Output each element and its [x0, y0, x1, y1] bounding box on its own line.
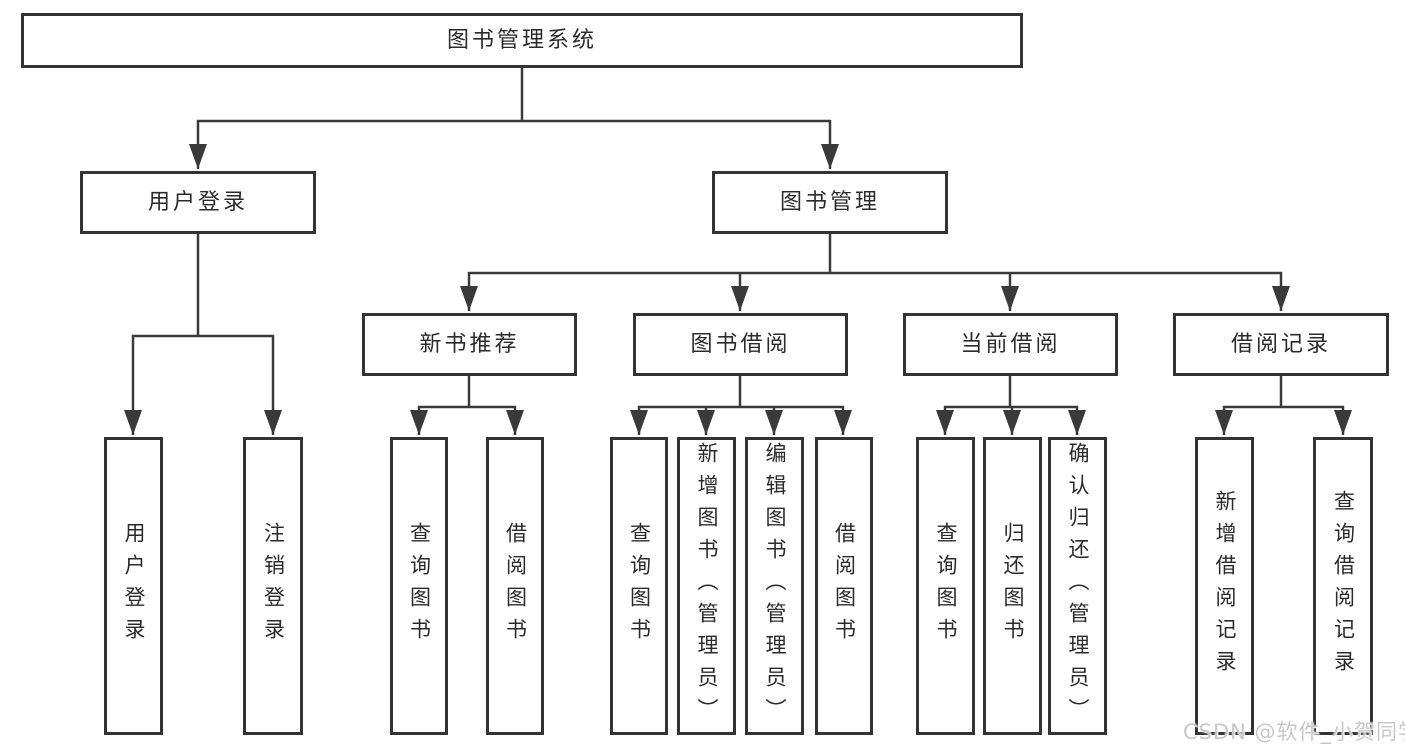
leaf-user-login-label: 用户登录 — [122, 522, 146, 650]
node-book-borrowing: 图书借阅 — [633, 313, 848, 376]
leaf-return-books-label: 归还图书 — [1001, 522, 1025, 650]
leaf-borrow-books-recommend-label: 借阅图书 — [503, 522, 528, 650]
leaf-query-books-current: 查询图书 — [916, 437, 975, 735]
node-user-login: 用户登录 — [80, 171, 316, 234]
csdn-watermark: CSDN @软件_小贺同学 — [1183, 720, 1405, 744]
leaf-query-books-borrow-label: 查询图书 — [627, 522, 652, 650]
leaf-query-books-recommend: 查询图书 — [390, 437, 448, 735]
leaf-query-borrow-record: 查询借阅记录 — [1313, 437, 1373, 735]
leaf-confirm-return-admin-label: 确认归还（管理员） — [1066, 442, 1090, 730]
node-current-borrowing: 当前借阅 — [903, 313, 1118, 376]
leaf-add-borrow-record-label: 新增借阅记录 — [1213, 490, 1237, 682]
node-library-management-system: 图书管理系统 — [21, 13, 1023, 68]
leaf-logout-label: 注销登录 — [261, 522, 286, 650]
node-book-management: 图书管理 — [712, 171, 948, 234]
leaf-borrow-books-recommend: 借阅图书 — [486, 437, 544, 735]
leaf-borrow-books: 借阅图书 — [815, 437, 873, 735]
leaf-borrow-books-label: 借阅图书 — [832, 522, 857, 650]
leaf-confirm-return-admin: 确认归还（管理员） — [1048, 437, 1107, 735]
leaf-logout: 注销登录 — [243, 437, 303, 735]
leaf-user-login: 用户登录 — [104, 437, 163, 735]
leaf-return-books: 归还图书 — [983, 437, 1042, 735]
leaf-add-books-admin-label: 新增图书（管理员） — [695, 442, 719, 730]
leaf-query-books-borrow: 查询图书 — [610, 437, 668, 735]
leaf-query-books-recommend-label: 查询图书 — [407, 522, 432, 650]
leaf-query-books-current-label: 查询图书 — [934, 522, 958, 650]
node-borrowing-records: 借阅记录 — [1173, 313, 1389, 376]
leaf-edit-books-admin: 编辑图书（管理员） — [745, 437, 804, 735]
leaf-edit-books-admin-label: 编辑图书（管理员） — [763, 442, 787, 730]
leaf-query-borrow-record-label: 查询借阅记录 — [1331, 490, 1356, 682]
leaf-add-books-admin: 新增图书（管理员） — [677, 437, 736, 735]
node-new-book-recommend: 新书推荐 — [362, 313, 577, 376]
leaf-add-borrow-record: 新增借阅记录 — [1195, 437, 1254, 735]
